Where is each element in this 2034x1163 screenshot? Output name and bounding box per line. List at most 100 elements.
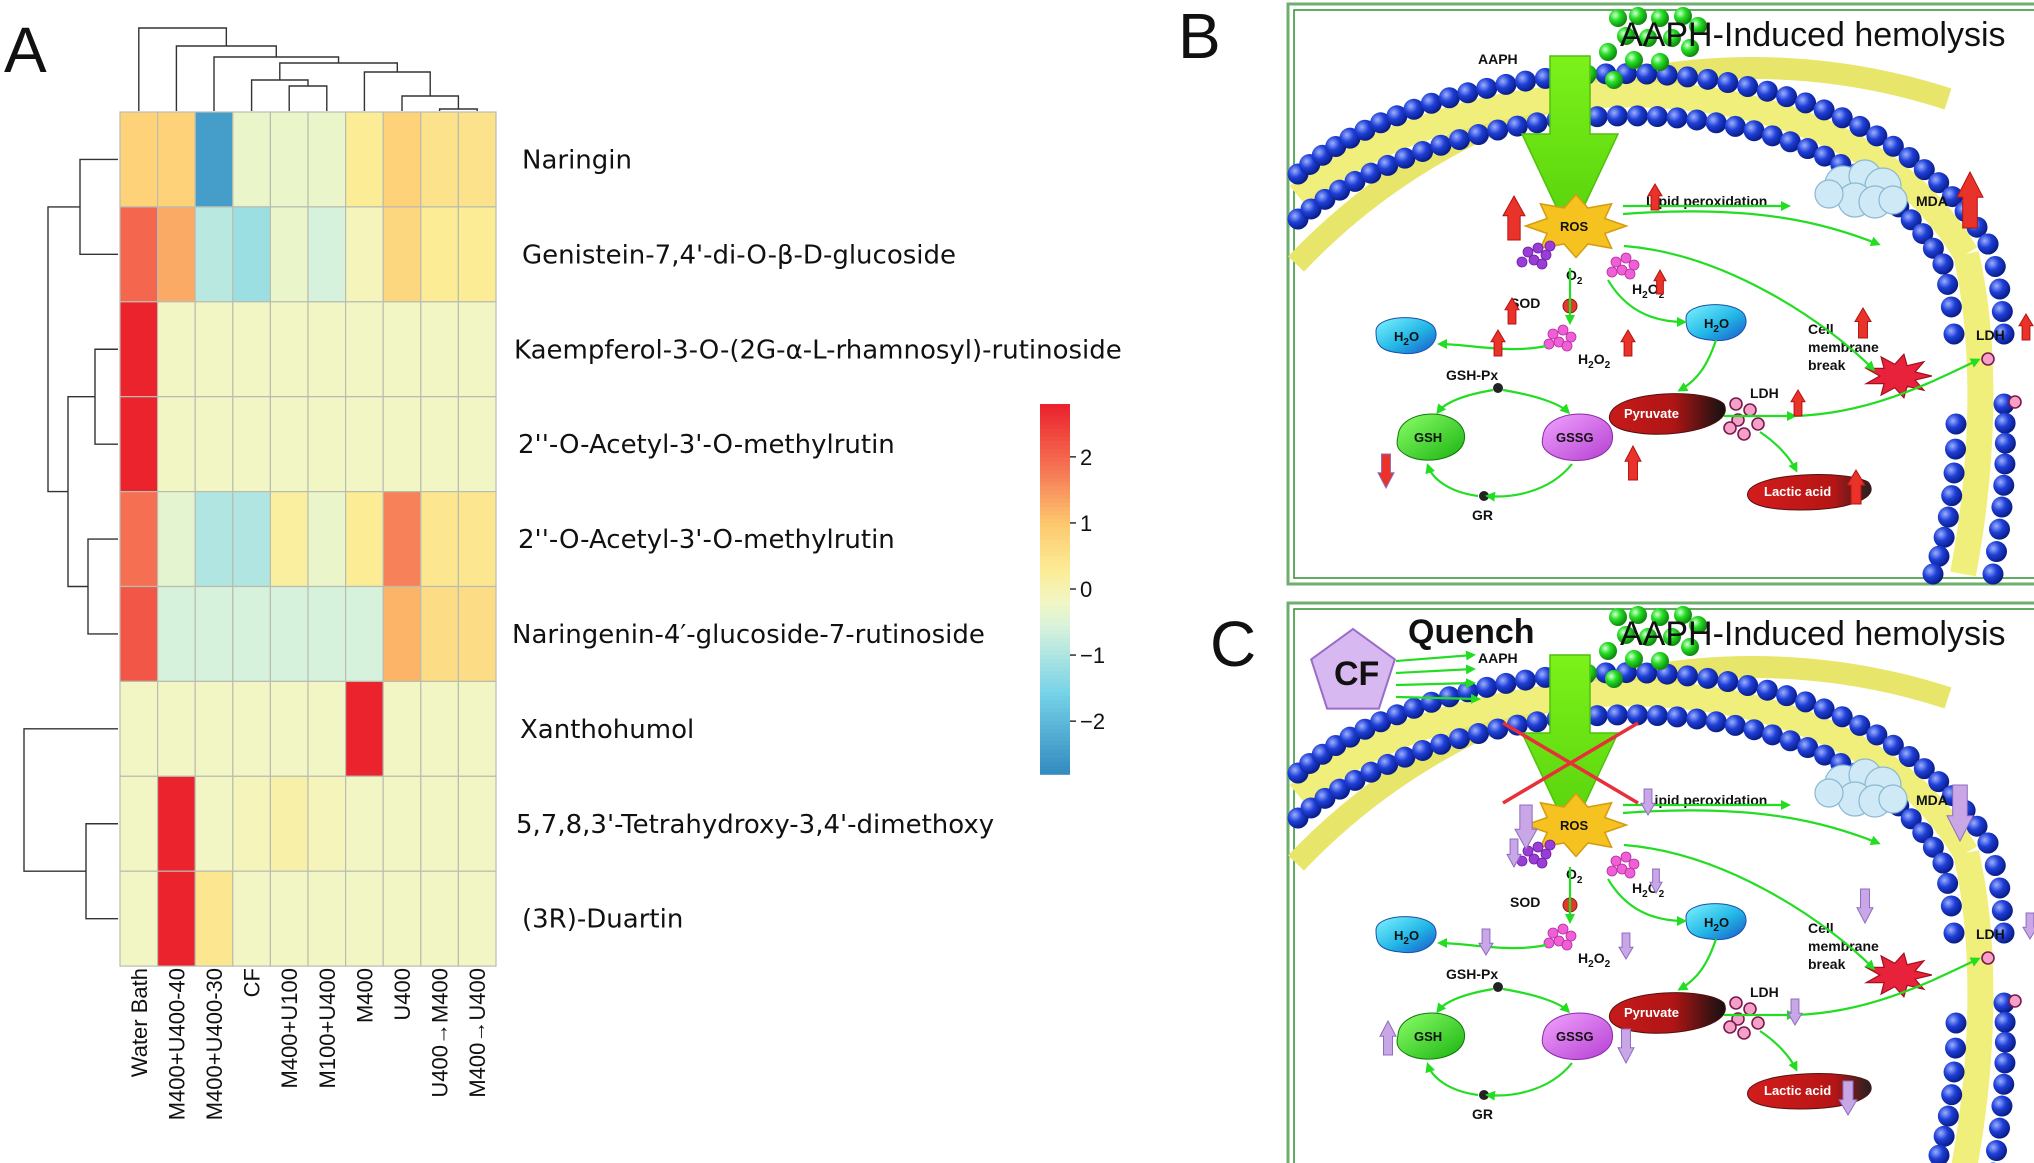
water-right-label: H2O bbox=[1704, 915, 1729, 934]
colorbar-segment bbox=[1040, 654, 1070, 660]
gr-label: GR bbox=[1472, 1106, 1493, 1122]
colorbar-segment bbox=[1040, 708, 1070, 714]
lactic-acid-label: Lactic acid bbox=[1764, 484, 1831, 499]
heatmap-cell bbox=[382, 870, 422, 967]
heatmap-cell bbox=[269, 870, 309, 967]
heatmap-cell bbox=[157, 870, 196, 967]
heatmap-cell bbox=[420, 396, 459, 493]
cf-quench-arrow-3 bbox=[1395, 678, 1476, 689]
membrane-bead bbox=[1495, 73, 1517, 95]
colorbar-segment bbox=[1040, 527, 1070, 533]
flow-ros-to-mda bbox=[1622, 809, 1881, 846]
superoxide-cluster bbox=[1536, 258, 1548, 270]
membrane-bead bbox=[1932, 253, 1954, 275]
gsh-molecule bbox=[1396, 1012, 1465, 1060]
h2o2-cluster bbox=[1624, 268, 1636, 280]
ldh-enzyme bbox=[1729, 996, 1743, 1010]
membrane-bead bbox=[1814, 145, 1836, 167]
aaph-molecule bbox=[1651, 53, 1669, 71]
membrane-bead bbox=[1993, 1073, 2015, 1095]
colorbar-segment bbox=[1040, 445, 1070, 451]
colorbar-segment bbox=[1040, 494, 1070, 500]
h2o2-cluster bbox=[1547, 927, 1559, 939]
membrane-bead bbox=[1989, 877, 2011, 899]
membrane-bead bbox=[1913, 159, 1935, 181]
colorbar-segment bbox=[1040, 687, 1070, 693]
heatmap-cell bbox=[420, 680, 459, 777]
flow-h2o2-to-water bbox=[1607, 279, 1687, 327]
colorbar-tick-label: −1 bbox=[1080, 643, 1105, 668]
h2o2-label-part: 2 bbox=[1642, 889, 1648, 900]
colorbar-segment bbox=[1040, 428, 1070, 434]
h2o2-label: H2O2 bbox=[1632, 281, 1665, 301]
h2o2-cluster bbox=[1620, 851, 1632, 863]
dendrogram-branch bbox=[250, 79, 309, 111]
membrane-bead bbox=[1928, 172, 1950, 194]
colorbar-segment bbox=[1040, 416, 1070, 422]
heatmap-cell bbox=[307, 111, 347, 208]
colorbar-ticks: 210−1−2 bbox=[1070, 445, 1105, 734]
h2o2-cluster bbox=[1543, 338, 1555, 350]
mda-cloud bbox=[1878, 784, 1908, 814]
membrane-bead bbox=[1797, 737, 1819, 759]
water-right-label-part: O bbox=[1719, 316, 1729, 331]
panel-title: AAPH-Induced hemolysis bbox=[1620, 615, 2006, 653]
colorbar-segment bbox=[1040, 667, 1070, 673]
colorbar-segment bbox=[1040, 420, 1070, 426]
column-label: U400→M400 bbox=[428, 968, 453, 1098]
mda-cloud bbox=[1814, 778, 1844, 808]
membrane-bead bbox=[1526, 112, 1548, 134]
membrane-bead bbox=[1937, 273, 1959, 295]
water-right-label-part: 2 bbox=[1713, 923, 1719, 934]
dendrogram-branch bbox=[79, 158, 118, 256]
aaph-molecule bbox=[1674, 7, 1692, 25]
heatmap-cell bbox=[269, 396, 309, 493]
o2-label-part: 2 bbox=[1577, 276, 1583, 287]
colorbar-segment bbox=[1040, 683, 1070, 689]
membrane-bead bbox=[1626, 105, 1648, 127]
colorbar-segment bbox=[1040, 515, 1070, 520]
ldh-enzyme bbox=[1723, 421, 1737, 435]
membrane-bead bbox=[1467, 124, 1489, 146]
colorbar-segment bbox=[1040, 679, 1070, 685]
h2o2-label-part: H bbox=[1632, 880, 1642, 896]
superoxide-cluster bbox=[1532, 841, 1544, 853]
membrane-bead bbox=[1515, 669, 1537, 691]
heatmap-cell bbox=[119, 491, 159, 588]
colorbar-segment bbox=[1040, 473, 1070, 479]
membrane-bead bbox=[1420, 691, 1442, 713]
colorbar-segment bbox=[1040, 436, 1070, 442]
change-arrow-gshpx bbox=[1478, 928, 1494, 956]
superoxide-cluster bbox=[1540, 848, 1552, 860]
o2-label: O2 bbox=[1566, 866, 1583, 886]
gsh-px-enzyme bbox=[1493, 982, 1503, 992]
flow-ros-to-break bbox=[1623, 843, 1876, 971]
heatmap-cell bbox=[232, 206, 272, 303]
heatmap-cell bbox=[194, 585, 234, 683]
membrane-bead bbox=[1813, 698, 1835, 720]
heatmap-cell bbox=[269, 301, 309, 398]
colorbar-segment bbox=[1040, 519, 1070, 525]
membrane-bead bbox=[1900, 209, 1922, 231]
membrane-bead bbox=[1636, 662, 1658, 684]
membrane-bead bbox=[1515, 70, 1537, 92]
cf-quench-arrow-1 bbox=[1395, 650, 1476, 663]
membrane-bead bbox=[1795, 92, 1817, 114]
colorbar-segment bbox=[1040, 658, 1070, 664]
colorbar-segment bbox=[1040, 404, 1070, 409]
panel-title: AAPH-Induced hemolysis bbox=[1620, 16, 2006, 54]
superoxide-cluster bbox=[1516, 256, 1528, 268]
membrane-bead bbox=[1756, 679, 1778, 701]
superoxide-cluster bbox=[1544, 839, 1556, 851]
heatmap-cell bbox=[420, 301, 459, 398]
change-arrow-ros bbox=[1502, 194, 1526, 241]
heatmap-cell bbox=[157, 396, 196, 493]
change-arrow-gsh bbox=[1377, 453, 1395, 490]
colorbar-segment bbox=[1040, 716, 1070, 722]
ldh-released bbox=[2008, 994, 2022, 1008]
heatmap-cell bbox=[157, 111, 196, 208]
change-arrow-lipid bbox=[1647, 183, 1663, 211]
membrane-bead bbox=[1776, 685, 1798, 707]
